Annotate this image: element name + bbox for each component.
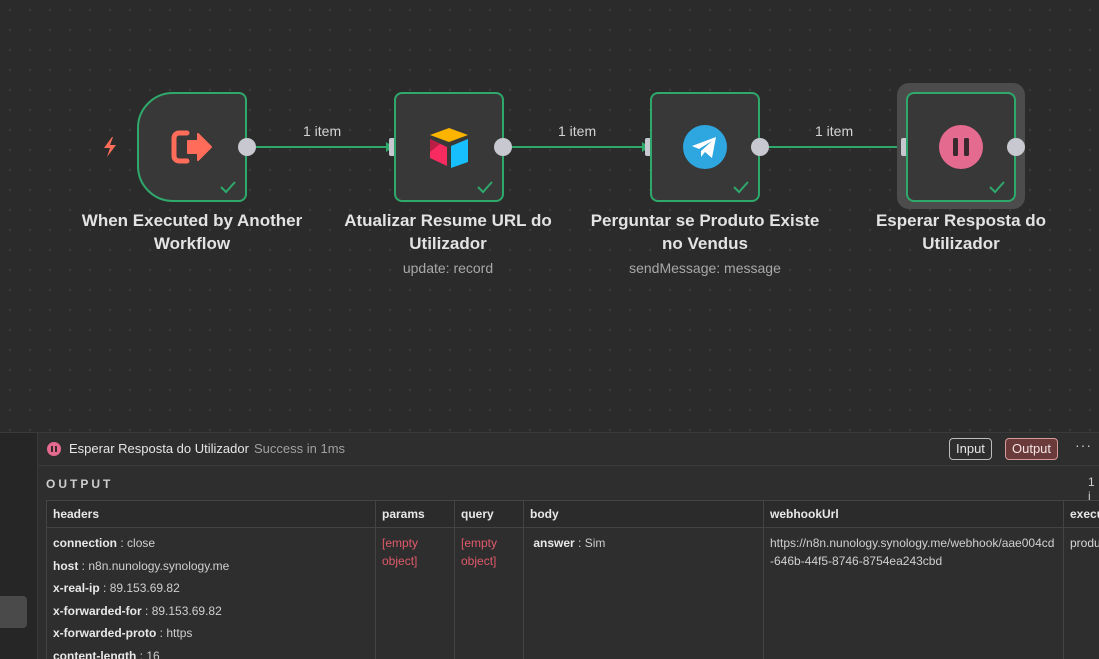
output-button[interactable]: Output (1005, 438, 1059, 460)
column-header[interactable]: query (454, 500, 524, 528)
node-subtitle-airtable: update: record (402, 260, 494, 276)
header-entry[interactable]: content-length : 16 (53, 648, 160, 659)
table-header-row: headers params query body webhookUrl exe… (46, 500, 1099, 528)
table-row: connection : close host : n8n.nunology.s… (46, 527, 1099, 659)
node-title-trigger: When Executed by Another Workflow (81, 211, 303, 253)
edge-label-1: 1 item (303, 123, 342, 139)
node-title-wait: Esperar Resposta do Utilizador (875, 211, 1047, 253)
sign-out-icon (171, 130, 212, 164)
check-icon (477, 181, 493, 194)
output-handle-1[interactable] (238, 138, 256, 156)
node-title-telegram: Perguntar se Produto Existe no Vendus (590, 211, 820, 253)
output-table: headers params query body webhookUrl exe… (46, 500, 1099, 659)
body-cell: answer : Sim (523, 527, 764, 659)
output-handle-2[interactable] (494, 138, 512, 156)
more-options-icon[interactable]: ··· (1075, 437, 1092, 453)
execution-value: produ (1070, 536, 1099, 550)
input-panel-collapsed (0, 432, 38, 659)
workflow-canvas[interactable]: 1 item 1 item 1 item When Executed by An… (0, 0, 1099, 432)
node-title-airtable: Atualizar Resume URL do Utilizador (344, 211, 552, 253)
input-button[interactable]: Input (949, 438, 992, 460)
output-handle-4[interactable] (1007, 138, 1025, 156)
check-icon (733, 181, 749, 194)
panel-node-title: Esperar Resposta do Utilizador (69, 441, 249, 456)
webhook-url[interactable]: https://n8n.nunology.synology.me/webhook… (770, 536, 1055, 568)
panel-drag-handle[interactable] (0, 596, 27, 628)
query-cell: [empty object] (454, 527, 524, 659)
params-cell: [empty object] (375, 527, 455, 659)
airtable-icon (430, 128, 468, 168)
node-trigger[interactable] (137, 92, 247, 202)
node-telegram[interactable] (650, 92, 760, 202)
body-entry[interactable]: answer : Sim (533, 536, 606, 550)
output-panel: Esperar Resposta do Utilizador Success i… (38, 432, 1099, 659)
bolt-icon (104, 137, 116, 157)
edge-label-2: 1 item (558, 123, 597, 139)
telegram-icon (683, 125, 727, 169)
header-entry[interactable]: x-forwarded-for : 89.153.69.82 (53, 603, 222, 618)
node-subtitle-telegram: sendMessage: message (629, 260, 781, 276)
execution-cell: produ (1063, 527, 1099, 659)
panel-header: Esperar Resposta do Utilizador Success i… (38, 433, 1099, 466)
node-airtable[interactable] (394, 92, 504, 202)
column-header[interactable]: webhookUrl (763, 500, 1064, 528)
check-icon (220, 181, 236, 194)
column-header[interactable]: headers (46, 500, 376, 528)
output-handle-3[interactable] (751, 138, 769, 156)
header-entry[interactable]: host : n8n.nunology.synology.me (53, 558, 230, 573)
edge-label-3: 1 item (815, 123, 854, 139)
column-header[interactable]: body (523, 500, 764, 528)
column-header[interactable]: params (375, 500, 455, 528)
headers-cell: connection : close host : n8n.nunology.s… (46, 527, 376, 659)
output-section-label: OUTPUT (46, 477, 114, 491)
webhook-url-cell: https://n8n.nunology.synology.me/webhook… (763, 527, 1064, 659)
empty-object: [empty object] (461, 536, 498, 568)
item-count: 1 i (1088, 475, 1095, 503)
column-header[interactable]: execu (1063, 500, 1099, 528)
pause-icon (939, 125, 983, 169)
header-entry[interactable]: connection : close (53, 536, 156, 550)
execution-status: Success in 1ms (254, 441, 346, 456)
pause-icon (47, 442, 61, 456)
empty-object: [empty object] (382, 536, 419, 568)
header-entry[interactable]: x-real-ip : 89.153.69.82 (53, 581, 180, 595)
node-wait[interactable] (906, 92, 1016, 202)
check-icon (989, 181, 1005, 194)
header-entry[interactable]: x-forwarded-proto : https (53, 626, 193, 640)
